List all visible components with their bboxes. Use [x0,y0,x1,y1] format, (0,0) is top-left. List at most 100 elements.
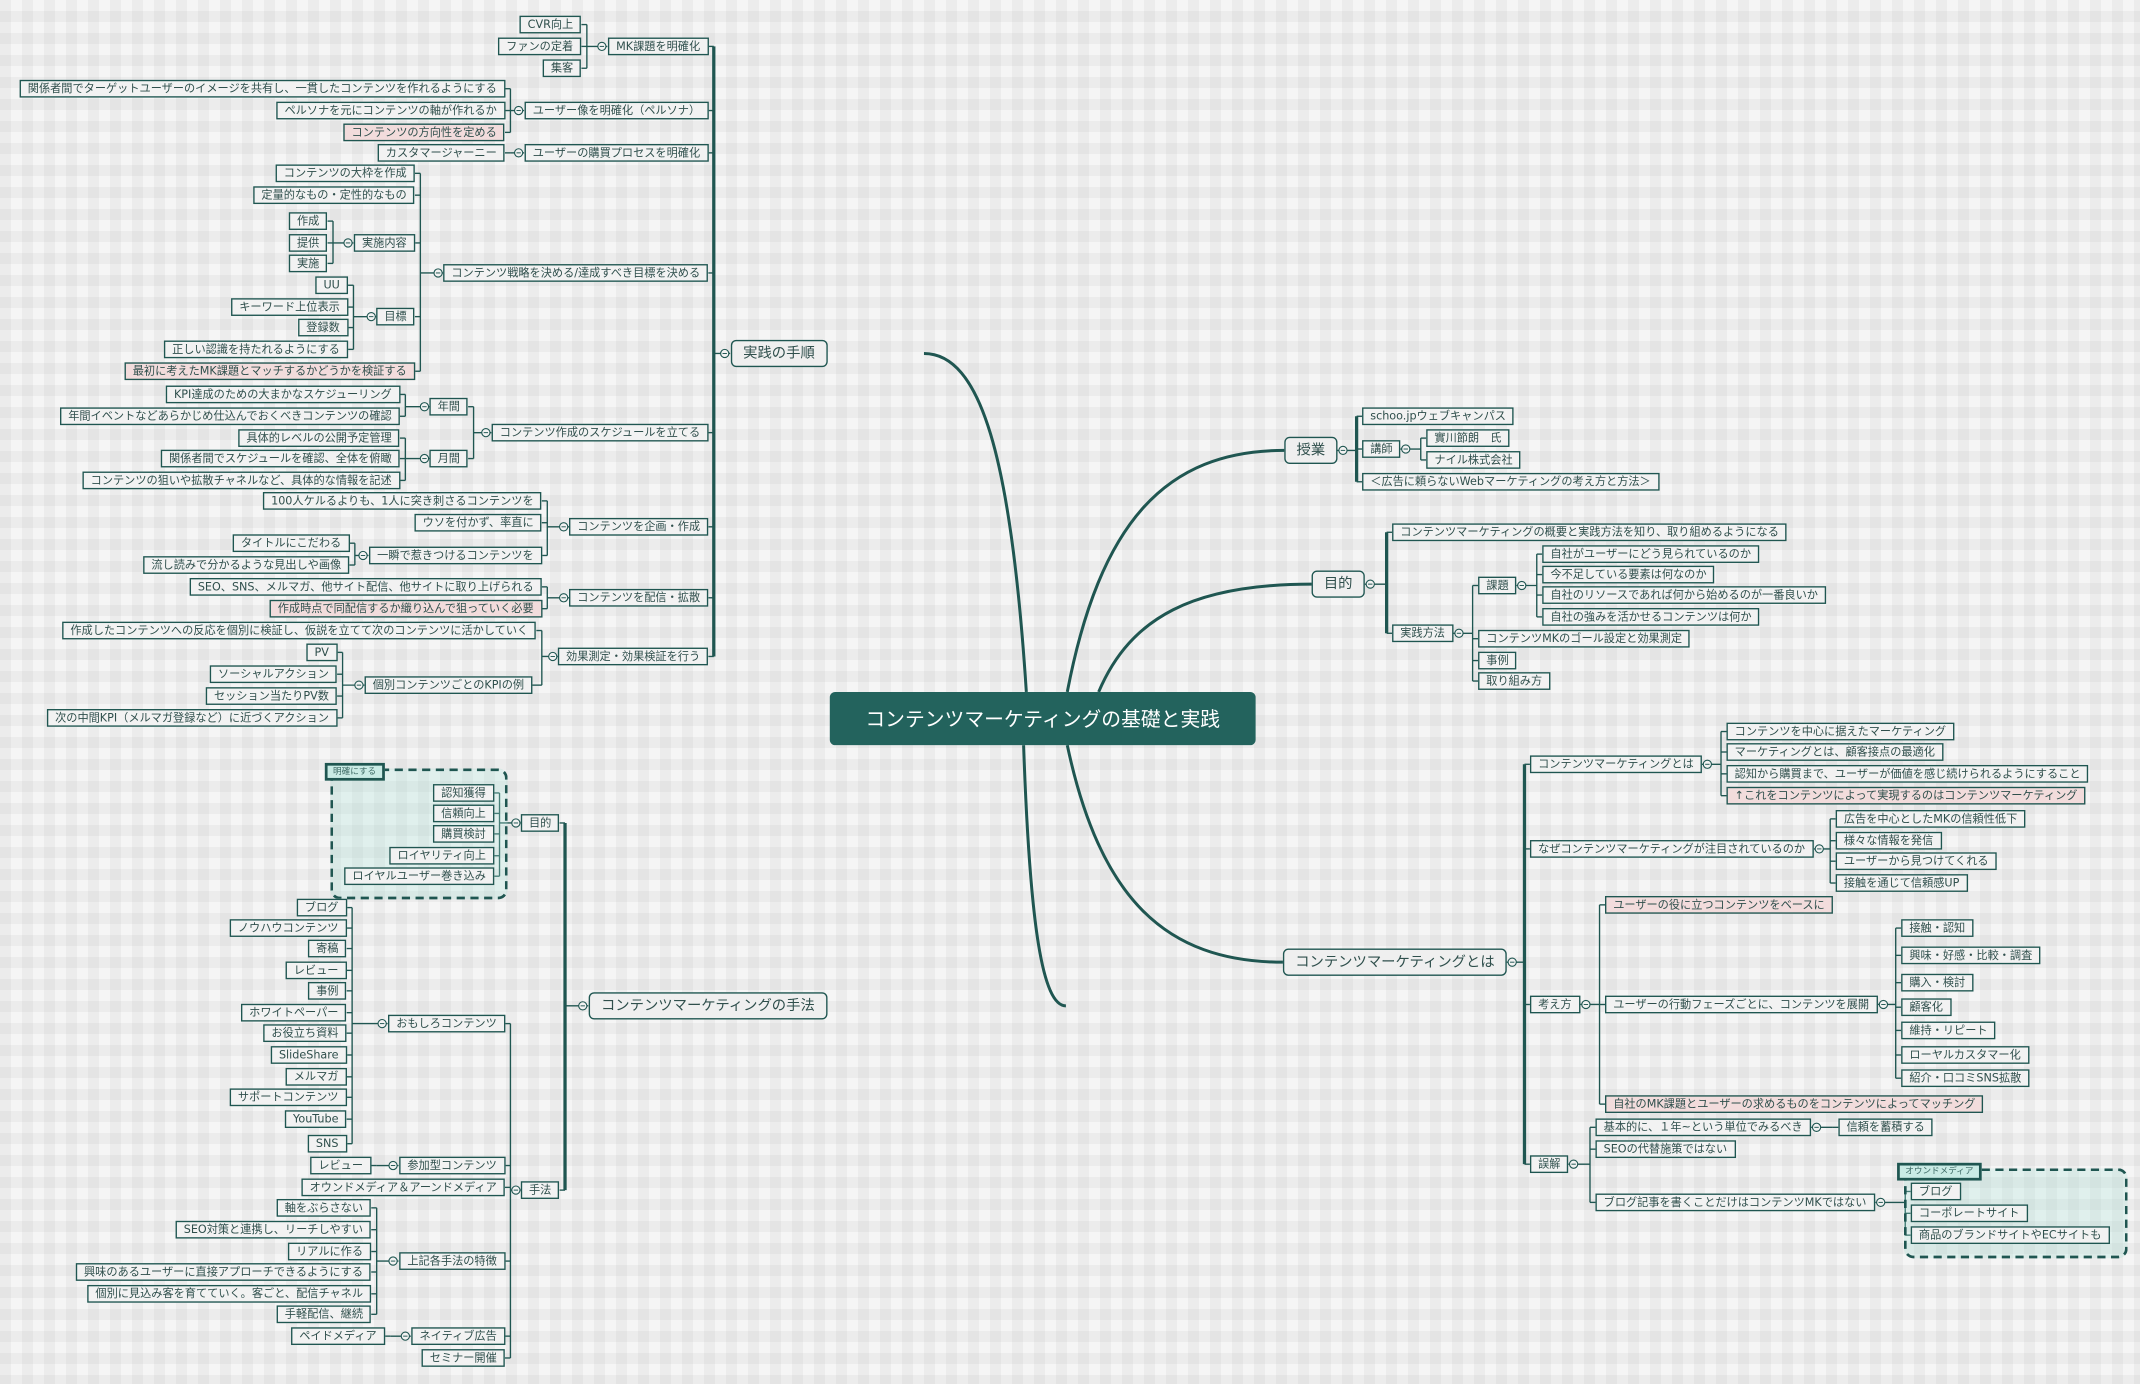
subtopic[interactable]: お役立ち資料 [263,1024,347,1043]
subtopic[interactable]: コンテンツの大枠を作成 [275,164,415,183]
subtopic[interactable]: 信頼向上 [432,804,495,823]
subtopic[interactable]: 實川節朗 氏 [1426,429,1510,447]
subtopic[interactable]: 接触・認知 [1901,919,1974,937]
subtopic[interactable]: ナイル株式会社 [1426,451,1521,469]
subtopic[interactable]: 集客 [542,59,582,78]
subtopic[interactable]: 自社のリソースであれば何から始めるのが一番良いか [1542,586,1827,604]
subtopic[interactable]: コンテンツを企画・作成 [569,517,709,536]
subtopic[interactable]: 月間 [429,449,469,468]
subtopic[interactable]: 提供 [288,234,328,252]
subtopic[interactable]: ユーザー像を明確化（ペルソナ） [524,101,709,120]
subtopic[interactable]: 作成時点で同配信するか織り込んで狙っていく必要 [269,599,542,618]
main-topic[interactable]: 授業 [1284,436,1338,465]
subtopic[interactable]: なぜコンテンツマーケティングが注目されているのか [1529,840,1814,858]
subtopic[interactable]: 実践方法 [1392,624,1454,643]
main-topic[interactable]: 実践の手順 [730,339,828,368]
subtopic[interactable]: 認知から購買まで、ユーザーが価値を感じ続けられるようにすること [1726,764,2089,783]
subtopic[interactable]: 興味・好感・比較・調査 [1901,946,2041,965]
subtopic[interactable]: 軸をぶらさない [276,1198,372,1217]
subtopic[interactable]: コーポレートサイト [1910,1204,2028,1223]
subtopic[interactable]: 流し読みで分かるような見出しや画像 [143,556,350,574]
subtopic[interactable]: 次の中間KPI（メルマガ登録など）に近づくアクション [46,709,338,727]
subtopic[interactable]: 考え方 [1529,995,1580,1014]
subtopic[interactable]: ロイヤリティ向上 [389,846,495,865]
subtopic[interactable]: 個別に見込み客を育てていく。客ごと、配信チャネル [87,1284,372,1303]
subtopic[interactable]: 登録数 [298,318,349,337]
subtopic[interactable]: 目的 [520,814,560,832]
main-topic[interactable]: コンテンツマーケティングとは [1282,948,1507,976]
subtopic[interactable]: 今不足している要素は何なのか [1542,565,1715,584]
subtopic[interactable]: 手軽配信、継続 [276,1305,372,1324]
subtopic[interactable]: 目標 [376,307,415,326]
subtopic[interactable]: SEO対策と連携し、リーチしやすい [175,1220,372,1239]
subtopic[interactable]: MK課題を明確化 [607,37,709,56]
subtopic[interactable]: 個別コンテンツごとのKPIの例 [364,676,533,695]
subtopic[interactable]: ローヤルカスタマー化 [1901,1046,2029,1064]
subtopic[interactable]: コンテンツ戦略を決める/達成すべき目標を決める [443,264,709,282]
subtopic[interactable]: 自社のMK課題とユーザーの求めるものをコンテンツによってマッチング [1605,1095,1984,1113]
subtopic[interactable]: コンテンツの狙いや拡散チャネルなど、具体的な情報を記述 [82,471,400,490]
subtopic[interactable]: ＜広告に頼らないWebマーケティングの考え方と方法＞ [1362,472,1659,491]
subtopic[interactable]: セッション当たりPV数 [205,687,338,705]
subtopic[interactable]: 課題 [1478,576,1517,595]
subtopic[interactable]: ブログ [296,898,347,917]
subtopic[interactable]: ユーザーから見つけてくれる [1835,852,1997,871]
subtopic[interactable]: ペルソナを元にコンテンツの軸が作れるか [276,101,505,120]
subtopic[interactable]: 100人ケルるよりも、1人に突き刺さるコンテンツを [262,492,542,510]
subtopic[interactable]: 講師 [1362,440,1401,458]
subtopic[interactable]: レビュー [310,1156,372,1175]
subtopic[interactable]: 信頼を蓄積する [1838,1118,1934,1137]
subtopic[interactable]: 自社の強みを活かせるコンテンツは何か [1542,608,1760,626]
subtopic[interactable]: ノウハウコンテンツ [229,919,347,937]
subtopic[interactable]: レビュー [285,961,347,980]
subtopic[interactable]: コンテンツMKのゴール設定と効果測定 [1478,629,1691,648]
subtopic[interactable]: KPI達成のための大まかなスケジューリング [165,385,400,404]
subtopic[interactable]: 寄稿 [307,939,347,958]
subtopic[interactable]: カスタマージャーニー [377,143,505,162]
subtopic[interactable]: セミナー開催 [421,1349,505,1367]
subtopic[interactable]: 上記各手法の特徴 [399,1252,505,1270]
subtopic[interactable]: コンテンツマーケティングの概要と実践方法を知り、取り組めるようになる [1392,523,1788,542]
subtopic[interactable]: 商品のブランドサイトやECサイトも [1910,1226,2110,1245]
subtopic[interactable]: おもしろコンテンツ [388,1014,505,1033]
subtopic[interactable]: 様々な情報を発信 [1835,831,1942,850]
subtopic[interactable]: 自社がユーザーにどう見られているのか [1542,545,1760,563]
subtopic[interactable]: コンテンツを中心に据えたマーケティング [1726,722,1955,741]
subtopic[interactable]: 購買検討 [432,825,495,843]
subtopic[interactable]: 実施 [288,254,328,273]
subtopic[interactable]: キーワード上位表示 [231,298,349,316]
subtopic[interactable]: ユーザーの購買プロセスを明確化 [524,143,709,162]
subtopic[interactable]: 関係者間でスケジュールを確認、全体を俯瞰 [160,449,400,468]
subtopic[interactable]: 関係者間でターゲットユーザーのイメージを共有し、一貫したコンテンツを作れるように… [19,79,505,98]
subtopic[interactable]: コンテンツの方向性を定める [343,123,505,142]
subtopic[interactable]: リアルに作る [287,1242,372,1261]
subtopic[interactable]: 顧客化 [1901,998,1952,1017]
subtopic[interactable]: 基本的に、１年~という単位でみるべき [1595,1118,1811,1137]
main-topic[interactable]: 目的 [1311,570,1365,598]
subtopic[interactable]: 参加型コンテンツ [399,1156,505,1175]
subtopic[interactable]: タイトルにこだわる [232,534,350,553]
subtopic[interactable]: SEO、SNS、メルマガ、他サイト配信、他サイトに取り上げられる [189,577,542,596]
subtopic[interactable]: ブログ [1910,1182,1961,1201]
subtopic[interactable]: サポートコンテンツ [229,1088,347,1107]
subtopic[interactable]: 購入・検討 [1901,973,1974,992]
subtopic[interactable]: 認知獲得 [432,784,495,802]
subtopic[interactable]: ウソを付かず、率直に [414,513,542,532]
subtopic[interactable]: 年間 [429,397,469,416]
subtopic[interactable]: 一瞬で惹きつけるコンテンツを [368,546,542,565]
subtopic[interactable]: YouTube [284,1110,347,1129]
subtopic[interactable]: ホワイトペーパー [240,1003,347,1022]
subtopic[interactable]: ブログ記事を書くことだけはコンテンツMKではない [1595,1193,1875,1212]
subtopic[interactable]: 作成したコンテンツへの反応を個別に検証し、仮説を立てて次のコンテンツに活かしてい… [62,621,537,640]
subtopic[interactable]: 紹介・口コミSNS拡散 [1901,1069,2030,1088]
subtopic[interactable]: SlideShare [270,1046,347,1064]
subtopic[interactable]: 興味のあるユーザーに直接アプローチできるようにする [75,1263,372,1281]
subtopic[interactable]: PV [306,643,338,662]
subtopic[interactable]: オウンドメディア＆アーンドメディア [301,1178,505,1197]
subtopic[interactable]: 年間イベントなどあらかじめ仕込んでおくべきコンテンツの確認 [60,407,400,426]
main-topic[interactable]: コンテンツマーケティングの手法 [588,992,828,1020]
subtopic[interactable]: SEOの代替施策ではない [1595,1140,1736,1159]
subtopic[interactable]: 作成 [288,212,328,230]
subtopic[interactable]: UU [315,276,349,295]
subtopic[interactable]: ロイヤルユーザー巻き込み [344,867,495,886]
